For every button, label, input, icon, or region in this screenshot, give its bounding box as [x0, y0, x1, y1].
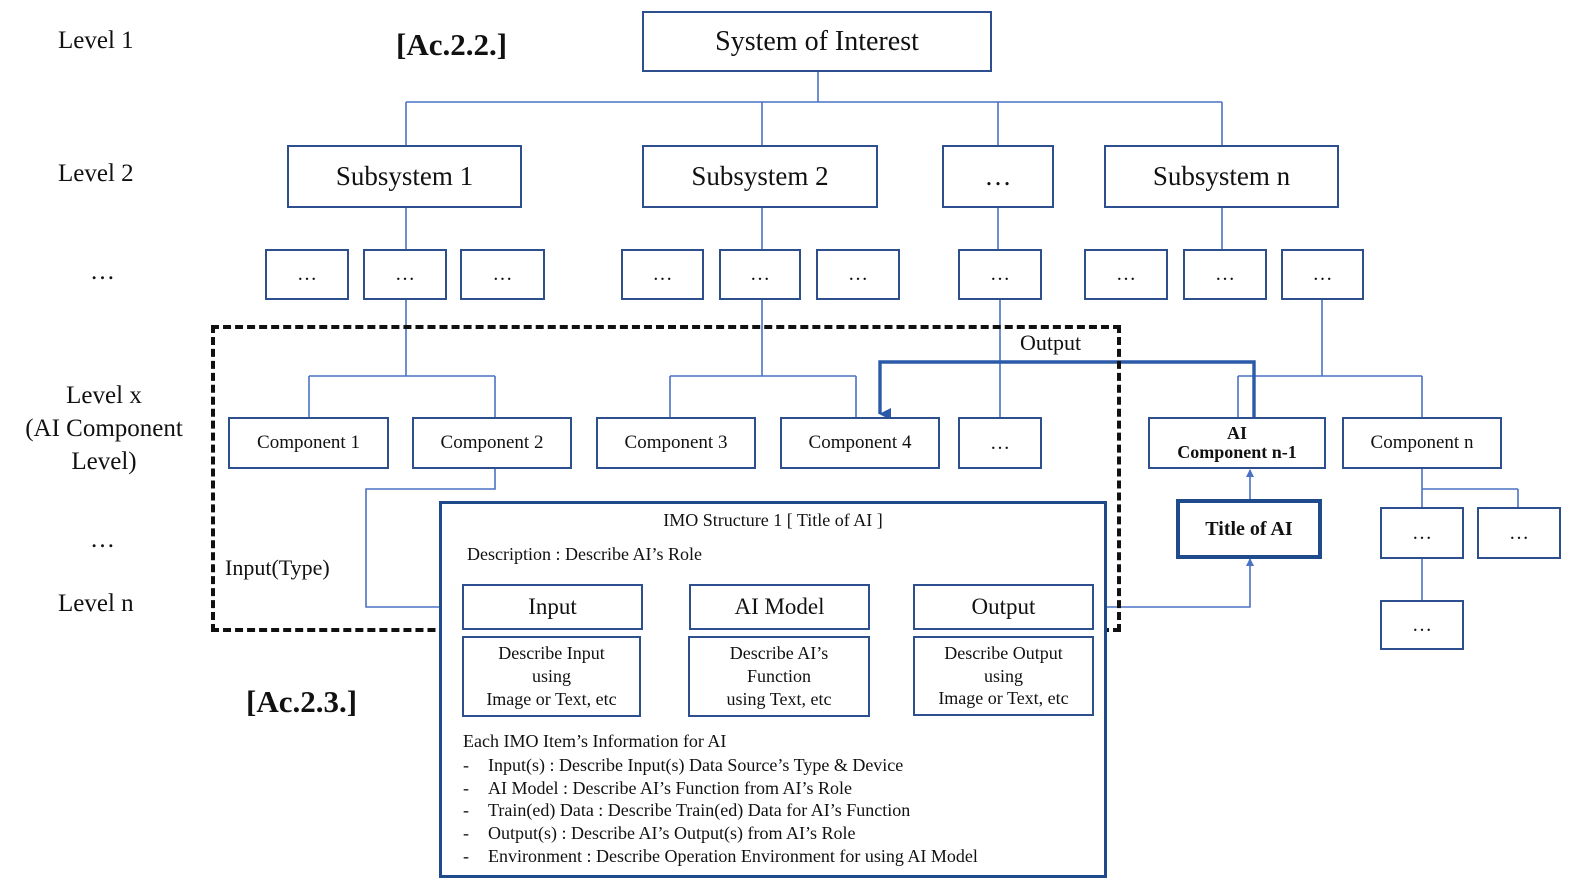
- imo-model-desc-line-1: Describe AI’s: [729, 643, 829, 664]
- imo-info-item-2: AI Model : Describe AI’s Function from A…: [488, 778, 852, 798]
- level-dots-label-1: …: [90, 258, 115, 285]
- imo-info-item-4: Output(s) : Describe AI’s Output(s) from…: [488, 823, 856, 843]
- component-dots-box: …: [958, 417, 1042, 469]
- imo-output-box: Output: [913, 584, 1094, 630]
- mid-box-3: …: [460, 249, 545, 300]
- imo-input-desc-line-1: Describe Input: [498, 643, 605, 664]
- imo-info-item-5: Environment : Describe Operation Environ…: [488, 846, 978, 866]
- subsystem-n-box: Subsystem n: [1104, 145, 1339, 208]
- mid-box-9: …: [1183, 249, 1267, 300]
- arrow-ai-output-feedback: [878, 360, 1256, 420]
- imo-input-desc-line-3: Image or Text, etc: [486, 688, 617, 709]
- level-x-line-3: Level): [71, 447, 137, 475]
- mid-box-10: …: [1281, 249, 1364, 300]
- imo-info-dash-1: -: [463, 755, 469, 775]
- arrow-component2-to-input: [365, 469, 496, 611]
- level-dots-label-2: …: [90, 526, 115, 553]
- imo-model-desc-line-2: Function: [746, 666, 811, 687]
- ai-component-line-1: AI: [1226, 423, 1247, 444]
- mid-box-7: …: [958, 249, 1042, 300]
- imo-info-dash-3: -: [463, 800, 469, 820]
- sub-box-2: …: [1477, 507, 1561, 559]
- mid-box-5: …: [719, 249, 801, 300]
- subsystem-1-box: Subsystem 1: [287, 145, 522, 208]
- system-of-interest-box: System of Interest: [642, 11, 992, 72]
- arrow-output-to-title: [1094, 558, 1254, 608]
- subsystem-dots-box: …: [942, 145, 1054, 208]
- level-x-label: Level x (AI Component Level): [10, 382, 198, 476]
- title-of-ai-box: Title of AI: [1176, 499, 1322, 559]
- imo-input-desc-box: Describe Input using Image or Text, etc: [462, 636, 641, 717]
- tag-ac-2-3: [Ac.2.3.]: [246, 684, 358, 719]
- imo-title: IMO Structure 1 [ Title of AI ]: [663, 510, 883, 530]
- subsystem-2-box: Subsystem 2: [642, 145, 878, 208]
- mid-box-8: …: [1084, 249, 1168, 300]
- imo-input-desc-line-2: using: [531, 666, 571, 687]
- ai-component-box: AI Component n-1: [1148, 417, 1326, 469]
- imo-info-header: Each IMO Item’s Information for AI: [463, 731, 727, 751]
- mid-box-4: …: [621, 249, 704, 300]
- component-n-box: Component n: [1342, 417, 1502, 469]
- imo-description: Description : Describe AI’s Role: [467, 544, 702, 564]
- component-1-box: Component 1: [228, 417, 389, 469]
- sub-box-3: …: [1380, 600, 1464, 650]
- imo-model-desc-box: Describe AI’s Function using Text, etc: [688, 636, 870, 717]
- sub-box-1: …: [1380, 507, 1464, 559]
- imo-output-desc-line-3: Image or Text, etc: [938, 688, 1069, 709]
- imo-output-desc-line-2: using: [983, 665, 1023, 686]
- level-1-label: Level 1: [58, 27, 134, 54]
- imo-info-dash-2: -: [463, 778, 469, 798]
- imo-output-desc-line-1: Describe Output: [944, 642, 1063, 663]
- imo-info-dash-4: -: [463, 823, 469, 843]
- imo-output-desc-box: Describe Output using Image or Text, etc: [913, 636, 1094, 716]
- mid-box-1: …: [265, 249, 349, 300]
- level-x-line-2: (AI Component: [25, 414, 183, 442]
- level-n-label: Level n: [58, 590, 134, 617]
- input-type-label: Input(Type): [225, 555, 330, 580]
- ai-component-line-2: Component n-1: [1177, 442, 1297, 462]
- imo-model-box: AI Model: [689, 584, 870, 630]
- imo-info-item-3: Train(ed) Data : Describe Train(ed) Data…: [488, 800, 911, 820]
- level-x-line-1: Level x: [66, 382, 142, 409]
- mid-box-2: …: [363, 249, 447, 300]
- imo-info-item-1: Input(s) : Describe Input(s) Data Source…: [488, 755, 904, 775]
- imo-input-box: Input: [462, 584, 643, 630]
- component-3-box: Component 3: [596, 417, 756, 469]
- imo-info-dash-5: -: [463, 846, 469, 866]
- component-4-box: Component 4: [780, 417, 940, 469]
- output-label: Output: [1020, 330, 1082, 355]
- mid-box-6: …: [816, 249, 900, 300]
- component-2-box: Component 2: [412, 417, 572, 469]
- imo-model-desc-line-3: using Text, etc: [726, 688, 832, 709]
- tag-ac-2-2: [Ac.2.2.]: [396, 27, 508, 62]
- level-2-label: Level 2: [58, 160, 134, 187]
